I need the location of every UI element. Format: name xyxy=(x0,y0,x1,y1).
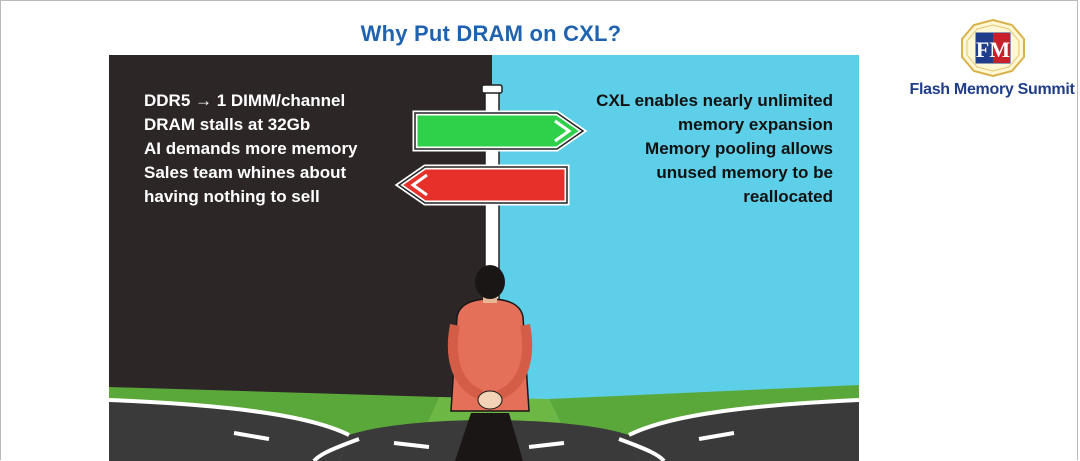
crossroads-illustration xyxy=(109,55,859,461)
left-line-4: Sales team whines about xyxy=(144,163,347,182)
left-line-2: DRAM stalls at 32Gb xyxy=(144,115,311,134)
left-line-5: having nothing to sell xyxy=(144,187,320,206)
person xyxy=(447,265,533,461)
logo-caption: Flash Memory Summit xyxy=(909,81,1075,98)
right-line-1: CXL enables nearly unlimited xyxy=(596,91,833,110)
logo-letters: FM xyxy=(976,37,1010,62)
right-line-3: Memory pooling allows xyxy=(645,139,833,158)
left-problem-list: DDR5 → 1 DIMM/channel DRAM stalls at 32G… xyxy=(144,89,358,209)
green-sign-right xyxy=(412,110,588,152)
flash-memory-summit-logo: FM xyxy=(961,19,1025,77)
right-line-4: unused memory to be xyxy=(656,163,833,182)
right-solution-list: CXL enables nearly unlimited memory expa… xyxy=(596,89,833,209)
left-line-3: AI demands more memory xyxy=(144,139,358,158)
slide-title: Why Put DRAM on CXL? xyxy=(360,21,622,46)
road-right xyxy=(629,400,859,461)
red-sign-left xyxy=(394,164,570,206)
left-line-1: DDR5 → 1 DIMM/channel xyxy=(144,91,346,110)
illustration-scene: DDR5 → 1 DIMM/channel DRAM stalls at 32G… xyxy=(109,55,859,461)
right-line-2: memory expansion xyxy=(678,115,833,134)
road-left xyxy=(109,400,349,461)
right-line-5: reallocated xyxy=(743,187,833,206)
